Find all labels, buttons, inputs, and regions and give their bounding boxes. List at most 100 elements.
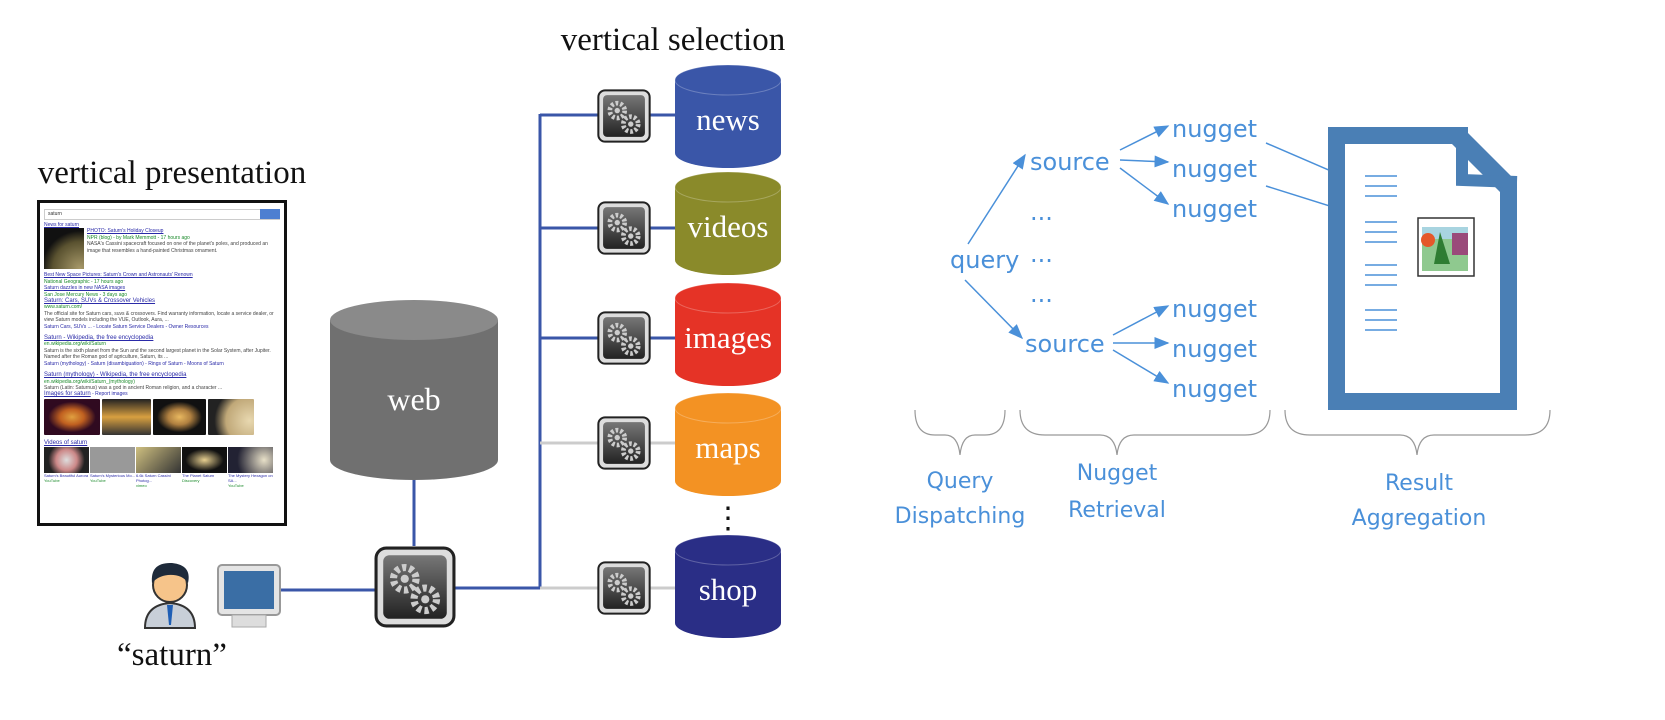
cylinder-top xyxy=(674,282,782,314)
nugget-node: nugget xyxy=(1172,295,1257,323)
result-link[interactable]: Saturn: Cars, SUVs & Crossover Vehicles xyxy=(44,298,156,305)
news-link[interactable]: Best New Space Pictures: Saturn's Crown … xyxy=(44,272,193,279)
user-icon xyxy=(143,562,197,629)
news-source: National Geographic - 17 hours ago xyxy=(44,278,124,285)
video-caption[interactable]: The Mystery Hexagon on SA...YouTube xyxy=(228,473,273,488)
vertical-database-shop: shop xyxy=(674,534,782,638)
cylinder-body xyxy=(675,80,781,168)
video-source: Discovery xyxy=(182,478,200,484)
stage-label: Query xyxy=(927,469,994,494)
nugget-node: nugget xyxy=(1172,195,1257,223)
vertical-database-images: images xyxy=(674,282,782,386)
video-source: YouTube xyxy=(228,483,244,489)
stage-label: Nugget xyxy=(1077,461,1158,486)
result-url: en.wikipedia.org/wiki/Saturn xyxy=(44,341,106,348)
image-thumbnail[interactable] xyxy=(153,398,206,435)
query-node: query xyxy=(950,246,1019,274)
vertical-label: news xyxy=(696,102,760,137)
result-link[interactable]: Saturn - Wikipedia, the free encyclopedi… xyxy=(44,335,154,342)
news-header[interactable]: News for saturn xyxy=(44,222,80,228)
videos-header[interactable]: Videos of saturn xyxy=(44,439,88,446)
vertical-selection-title: vertical selection xyxy=(561,22,785,58)
news-link[interactable]: PHOTO: Saturn's Holiday Closeup xyxy=(87,228,164,235)
ellipsis: ⋮ xyxy=(713,502,743,535)
image-thumbnail[interactable] xyxy=(102,398,151,435)
source-node: source xyxy=(1030,148,1110,176)
gears-icon xyxy=(598,312,649,363)
vertical-label: maps xyxy=(695,430,760,465)
video-source: YouTube xyxy=(90,478,106,484)
cylinder-body xyxy=(675,187,781,275)
news-link[interactable]: Saturn dazzles in new NASA images xyxy=(44,285,126,292)
result-url: www.saturn.com/ xyxy=(44,304,83,311)
vertical-label: shop xyxy=(699,572,758,607)
video-title[interactable]: The Mystery Hexagon on SA... xyxy=(228,473,273,484)
result-sitelinks[interactable]: Saturn (mythology) - Saturn (disambiguat… xyxy=(44,360,224,367)
video-title[interactable]: Saturn's Beautiful Aurora xyxy=(44,473,89,479)
cylinder-body xyxy=(675,298,781,386)
result-link[interactable]: Saturn (mythology) - Wikipedia, the free… xyxy=(44,372,187,379)
stage-label: Dispatching xyxy=(895,504,1026,529)
video-title[interactable]: 6.6k Saturn Cassini Photog... xyxy=(136,473,171,484)
gears-icon xyxy=(598,202,649,253)
gears-icon xyxy=(598,417,649,468)
monitor-icon xyxy=(217,564,281,628)
ellipsis: ... xyxy=(1030,198,1053,226)
result-snippet: The official site for Saturn cars, suvs … xyxy=(44,310,274,324)
news-source: NPR (blog) - by Mark Memmott - 17 hours … xyxy=(87,234,190,241)
search-input[interactable]: saturn xyxy=(44,209,280,220)
images-header[interactable]: Images for saturn xyxy=(44,391,91,398)
gears-icon xyxy=(598,90,649,141)
video-thumbnail[interactable] xyxy=(228,447,273,474)
video-caption[interactable]: 6.6k Saturn Cassini Photog...vimeo xyxy=(136,473,181,488)
central-gears-icon xyxy=(376,548,454,626)
vertical-presentation-title: vertical presentation xyxy=(38,155,306,191)
stage-label: Retrieval xyxy=(1068,498,1166,523)
news-thumbnail xyxy=(44,228,84,270)
video-thumbnail[interactable] xyxy=(44,447,89,474)
vertical-label: videos xyxy=(688,209,769,244)
cylinder-body xyxy=(675,408,781,496)
image-thumbnail[interactable] xyxy=(44,398,100,435)
image-results xyxy=(44,398,280,435)
result-sitelinks[interactable]: Saturn Cars, SUVs ... - Locate Saturn Se… xyxy=(44,323,209,330)
video-source: YouTube xyxy=(44,478,60,484)
video-results xyxy=(44,447,280,474)
gears-icon xyxy=(598,562,649,613)
vertical-label: images xyxy=(684,320,772,355)
vertical-database-videos: videos xyxy=(674,171,782,275)
vertical-database-maps: maps xyxy=(674,392,782,496)
news-source: San Jose Mercury News - 3 days ago xyxy=(44,291,128,298)
cylinder-body xyxy=(675,550,781,638)
video-thumbnail[interactable] xyxy=(90,447,135,474)
vertical-database-news: news xyxy=(674,64,782,168)
stage-label: Result xyxy=(1385,471,1453,496)
cylinder-top xyxy=(674,64,782,96)
ellipsis: ... xyxy=(1030,280,1053,308)
report-images-link[interactable]: - Report images xyxy=(92,391,128,398)
search-query: saturn xyxy=(48,211,62,217)
video-title[interactable]: The Planet Saturn xyxy=(182,473,215,479)
result-url: en.wikipedia.org/wiki/Saturn_(mythology) xyxy=(44,378,135,385)
video-thumbnail[interactable] xyxy=(182,447,227,474)
search-results-page: saturn News for saturn PHOTO: Saturn's H… xyxy=(37,200,287,526)
search-button[interactable] xyxy=(260,209,280,219)
image-thumbnail[interactable] xyxy=(208,398,254,435)
ellipsis: ... xyxy=(1030,240,1053,268)
nugget-node: nugget xyxy=(1172,375,1257,403)
video-thumbnail[interactable] xyxy=(136,447,181,474)
cylinder-top xyxy=(674,171,782,203)
web-database: web xyxy=(330,300,498,480)
stage-label: Aggregation xyxy=(1352,506,1487,531)
nugget-node: nugget xyxy=(1172,115,1257,143)
stage-braces xyxy=(914,409,1551,456)
source-node: source xyxy=(1025,330,1105,358)
result-snippet: Saturn is the sixth planet from the Sun … xyxy=(44,347,271,361)
video-title[interactable]: Saturn's Mysterious Mo... xyxy=(90,473,135,479)
nugget-node: nugget xyxy=(1172,155,1257,183)
video-caption[interactable]: Saturn's Mysterious Mo...YouTube xyxy=(90,473,135,488)
nugget-node: nugget xyxy=(1172,335,1257,363)
